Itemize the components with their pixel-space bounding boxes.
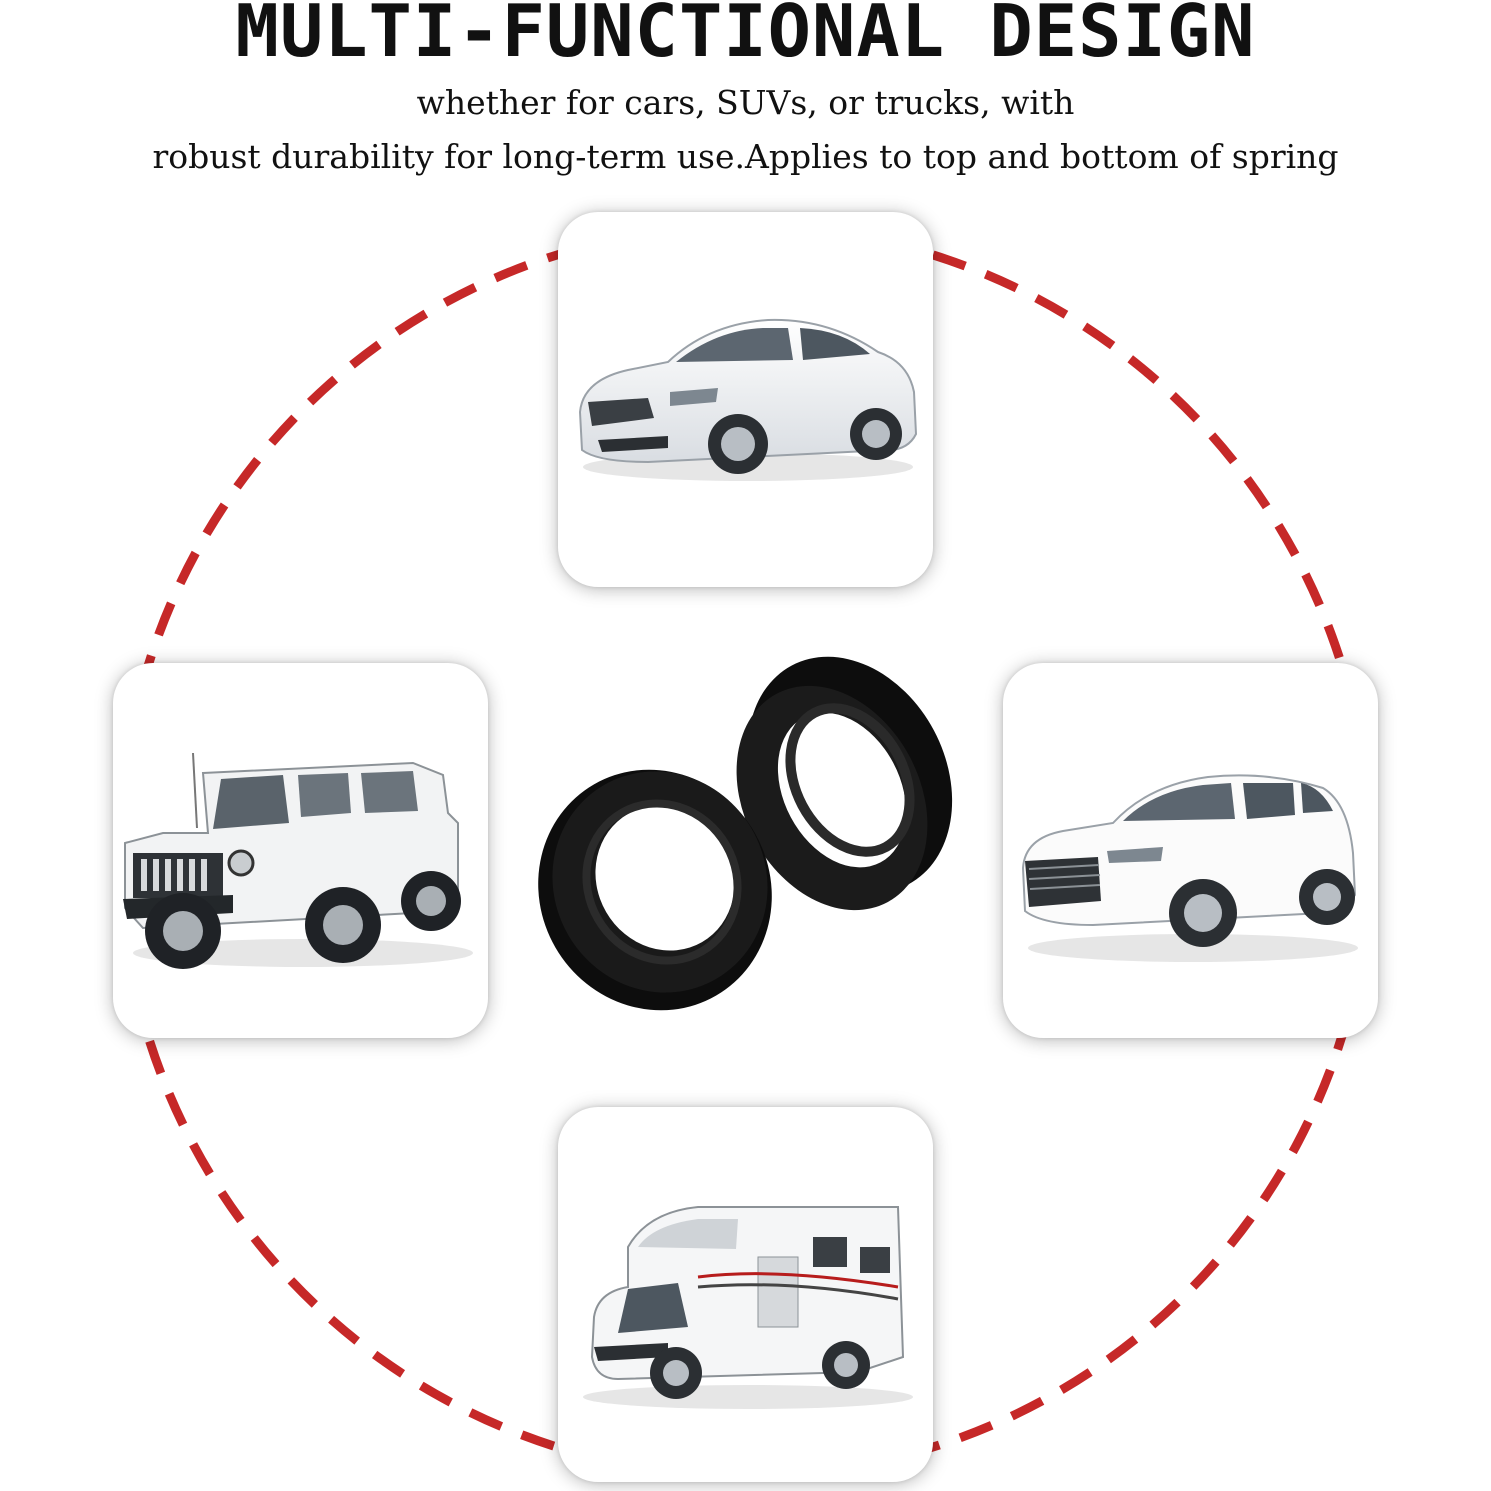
- vehicle-card-offroad-suv: [113, 663, 488, 1038]
- motorhome-rv-icon: [583, 1206, 913, 1409]
- crossover-suv-icon: [1021, 774, 1358, 962]
- vehicle-card-crossover-suv: [1003, 663, 1378, 1038]
- subtitle-line-1: whether for cars, SUVs, or trucks, with: [416, 83, 1075, 122]
- vehicle-card-sedan: [558, 212, 933, 587]
- page-title: MULTI-FUNCTIONAL DESIGN: [235, 0, 1256, 73]
- vehicle-card-motorhome: [558, 1107, 933, 1482]
- sedan-car-icon: [578, 318, 918, 481]
- spacer-ring-lower: [538, 769, 772, 1011]
- spacer-ring-upper: [736, 656, 953, 911]
- subtitle-line-2: robust durability for long-term use.Appl…: [152, 137, 1339, 176]
- coil-spring-spacer-icon: [538, 656, 953, 1011]
- offroad-suv-icon: [123, 752, 473, 969]
